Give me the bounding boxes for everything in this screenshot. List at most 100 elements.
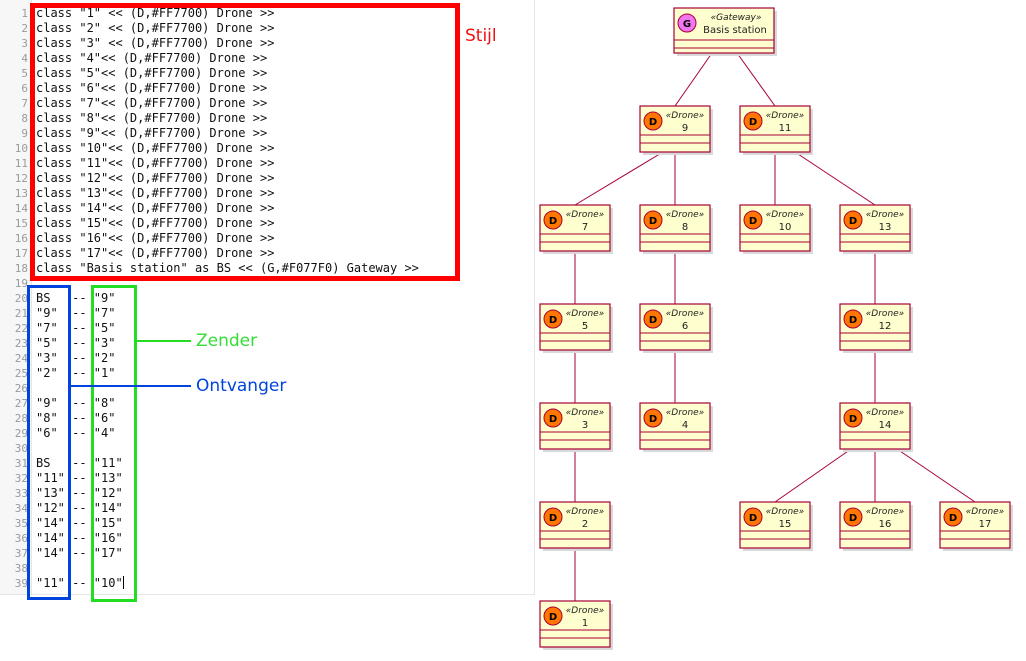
code-line[interactable]: 39"11" -- "10" (0, 576, 534, 591)
node-gateway[interactable]: G«Gateway»Basis station (673, 7, 777, 56)
code-text[interactable]: "9" -- "8" (36, 396, 116, 410)
code-text[interactable]: "14" -- "15" (36, 516, 123, 530)
node-drone-6[interactable]: D«Drone»6 (639, 303, 713, 353)
code-text[interactable]: class "16"<< (D,#FF7700) Drone >> (36, 231, 275, 245)
code-text[interactable]: class "11"<< (D,#FF7700) Drone >> (36, 156, 275, 170)
node-drone-14[interactable]: D«Drone»14 (839, 402, 913, 452)
code-text[interactable]: class "8"<< (D,#FF7700) Drone >> (36, 111, 268, 125)
code-line[interactable]: 37"14" -- "17" (0, 546, 534, 561)
code-line[interactable]: 21"9" -- "7" (0, 306, 534, 321)
code-text[interactable]: "7" -- "5" (36, 321, 116, 335)
edge-14-17 (896, 448, 976, 503)
node-drone-13[interactable]: D«Drone»13 (839, 204, 913, 254)
code-text[interactable]: class "14"<< (D,#FF7700) Drone >> (36, 201, 275, 215)
node-drone-2[interactable]: D«Drone»2 (539, 501, 613, 551)
code-text[interactable]: class "7"<< (D,#FF7700) Drone >> (36, 96, 268, 110)
code-line[interactable]: 32"11" -- "13" (0, 471, 534, 486)
code-text[interactable]: "6" -- "4" (36, 426, 116, 440)
code-text[interactable]: "8" -- "6" (36, 411, 116, 425)
code-text[interactable]: class "15"<< (D,#FF7700) Drone >> (36, 216, 275, 230)
node-stereotype: «Drone» (666, 408, 705, 418)
code-line[interactable]: 30 (0, 441, 534, 456)
code-text[interactable]: "12" -- "14" (36, 501, 123, 515)
code-text[interactable]: "2" -- "1" (36, 366, 116, 380)
node-stereotype: «Drone» (866, 210, 905, 220)
node-drone-8[interactable]: D«Drone»8 (639, 204, 713, 254)
code-line[interactable]: 36"14" -- "16" (0, 531, 534, 546)
code-line[interactable]: 26 (0, 381, 534, 396)
code-text[interactable]: class "5"<< (D,#FF7700) Drone >> (36, 66, 268, 80)
code-text[interactable]: "3" -- "2" (36, 351, 116, 365)
drone-badge-icon (543, 408, 563, 428)
code-text[interactable]: "11" -- "10" (36, 576, 124, 590)
node-drone-5[interactable]: D«Drone»5 (539, 303, 613, 353)
node-drone-16[interactable]: D«Drone»16 (839, 501, 913, 551)
code-text[interactable]: class "4"<< (D,#FF7700) Drone >> (36, 51, 268, 65)
node-drone-3[interactable]: D«Drone»3 (539, 402, 613, 452)
code-line[interactable]: 29"6" -- "4" (0, 426, 534, 441)
code-text[interactable]: class "17"<< (D,#FF7700) Drone >> (36, 246, 275, 260)
code-line[interactable]: 25 "2" -- "1" (0, 366, 534, 381)
node-drone-4[interactable]: D«Drone»4 (639, 402, 713, 452)
code-text[interactable]: class "12"<< (D,#FF7700) Drone >> (36, 171, 275, 185)
code-text[interactable]: class "1" << (D,#FF7700) Drone >> (36, 6, 275, 20)
code-line[interactable]: 19 (0, 276, 534, 291)
code-text[interactable]: BS -- "11" (36, 456, 123, 470)
node-drone-17[interactable]: D«Drone»17 (939, 501, 1013, 551)
node-stereotype: «Drone» (566, 408, 605, 418)
node-drone-15[interactable]: D«Drone»15 (739, 501, 813, 551)
code-line[interactable]: 23"5" -- "3" (0, 336, 534, 351)
code-text[interactable]: class "13"<< (D,#FF7700) Drone >> (36, 186, 275, 200)
code-text[interactable]: class "3" << (D,#FF7700) Drone >> (36, 36, 275, 50)
code-line[interactable]: 34"12" -- "14" (0, 501, 534, 516)
code-text[interactable]: class "9"<< (D,#FF7700) Drone >> (36, 126, 268, 140)
node-drone-10[interactable]: D«Drone»10 (739, 204, 813, 254)
code-line[interactable]: 33"13" -- "12" (0, 486, 534, 501)
code-text[interactable]: "11" -- "13" (36, 471, 123, 485)
code-text[interactable]: "14" -- "16" (36, 531, 123, 545)
node-drone-7[interactable]: D«Drone»7 (539, 204, 613, 254)
code-line[interactable]: 27"9" -- "8" (0, 396, 534, 411)
line-number: 25 (14, 367, 28, 380)
code-line[interactable]: 24"3" -- "2" (0, 351, 534, 366)
code-text[interactable]: "9" -- "7" (36, 306, 116, 320)
code-text[interactable]: class "6"<< (D,#FF7700) Drone >> (36, 81, 268, 95)
node-drone-9[interactable]: D«Drone»9 (639, 105, 713, 155)
code-text[interactable]: "13" -- "12" (36, 486, 123, 500)
node-drone-12[interactable]: D«Drone»12 (839, 303, 913, 353)
code-line[interactable]: 22"7" -- "5" (0, 321, 534, 336)
node-name: 17 (979, 519, 992, 530)
code-line[interactable]: 28"8" -- "6" (0, 411, 534, 426)
code-line[interactable]: 38 (0, 561, 534, 576)
code-text[interactable]: class "Basis station" as BS << (G,#F077F… (36, 261, 419, 275)
code-text[interactable]: "5" -- "3" (36, 336, 116, 350)
code-text[interactable]: BS -- "9" (36, 291, 116, 305)
node-drone-11[interactable]: D«Drone»11 (739, 105, 813, 155)
code-text[interactable]: class "10"<< (D,#FF7700) Drone >> (36, 141, 275, 155)
code-line[interactable]: 35"14" -- "15" (0, 516, 534, 531)
node-drone-1[interactable]: D«Drone»1 (539, 600, 613, 650)
code-text[interactable]: "14" -- "17" (36, 546, 123, 560)
code-text[interactable]: class "2" << (D,#FF7700) Drone >> (36, 21, 275, 35)
